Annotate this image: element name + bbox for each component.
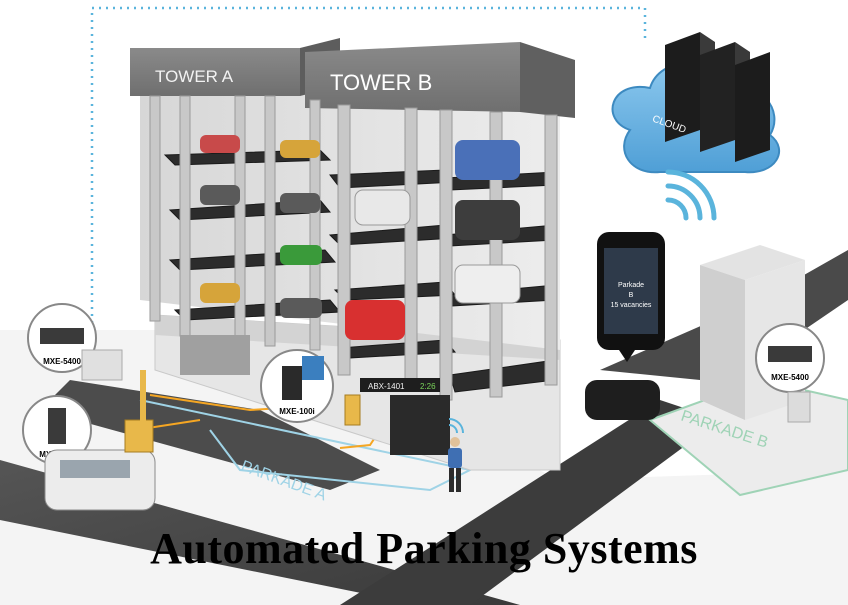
device-gateway-left-label: MXE-5400 [43,357,81,366]
gate-barrier [140,370,146,440]
phone-line-2: B [629,292,634,299]
ground-vehicles [44,349,811,511]
tower-a-top [130,48,300,96]
device-callout-controller-gate: MXE-200i [22,395,92,465]
server-rack-icon [665,32,770,162]
pay-terminal [344,394,361,426]
figure-caption: Automated Parking Systems [150,524,698,573]
network-connection-line [90,6,647,330]
person [448,437,462,492]
wifi-icon-small [448,418,464,434]
tower-b-label: TOWER B [330,70,432,95]
smartphone: Parkade B 15 vacancies [597,232,665,362]
phone-line-3: 15 vacancies [611,302,652,309]
display-plate: ABX-1401 [368,382,405,391]
tower-a-label: TOWER A [155,67,234,86]
device-callout-gateway-left: MXE-5400 [27,303,97,373]
display-board [360,378,440,392]
cloud-server: CLOUD [611,32,781,174]
device-controller-tower-label: MXE-100i [279,407,315,416]
road-left-entry [40,380,380,490]
service-box [81,349,123,381]
parking-gate-box [124,419,154,453]
black-car [585,380,660,420]
device-callout-gateway-right: MXE-5400 [755,323,825,393]
road-center [340,400,720,605]
device-gateway-right-label: MXE-5400 [771,373,809,382]
wifi-icon [665,169,717,221]
phone-line-1: Parkade [618,282,644,289]
service-box-right [787,391,811,423]
parked-cars [200,135,521,340]
parking-tower: ABX-1401 2:26 [130,38,575,471]
device-callout-controller-tower: MXE-100i [260,349,334,423]
van-at-gate [44,449,156,511]
display-time: 2:26 [420,382,436,391]
entry-door [180,335,250,375]
tower-b-top [305,42,520,112]
exit-gate-opening [390,395,450,455]
road-right [600,250,848,380]
